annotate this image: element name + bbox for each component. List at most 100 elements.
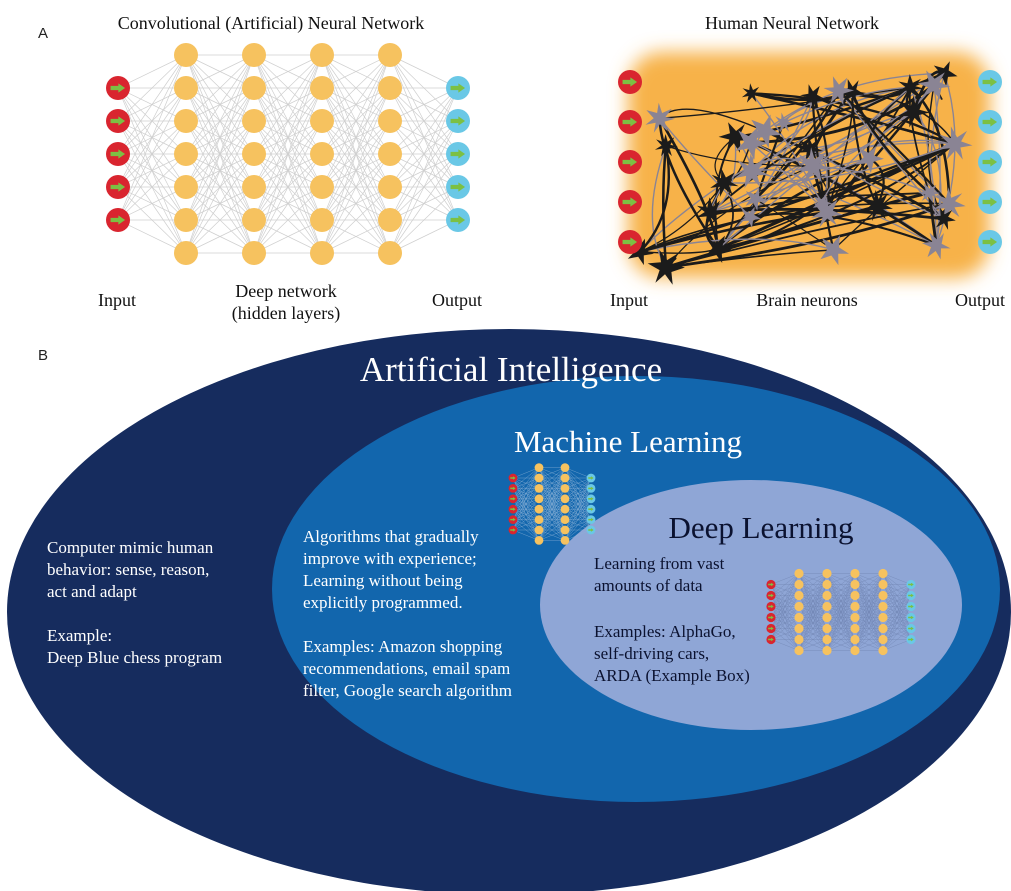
dl-icon-input-node bbox=[766, 623, 776, 634]
ml-icon-hidden-node bbox=[560, 463, 570, 472]
ml-icon-input-node-arrow-icon bbox=[510, 476, 516, 480]
panel-a-letter: A bbox=[38, 25, 48, 42]
ann-edge bbox=[185, 54, 255, 155]
dl-icon-hidden-node bbox=[878, 634, 888, 645]
ml-desc-line1: Algorithms that gradually bbox=[303, 527, 479, 546]
ml-icon-input-node bbox=[508, 525, 518, 535]
dl-icon-edge bbox=[882, 617, 912, 651]
dl-desc-line1: Learning from vast bbox=[594, 554, 725, 573]
panel-b-letter: B bbox=[38, 347, 48, 364]
ml-icon-hidden-node bbox=[560, 515, 570, 524]
ml-icon-edge bbox=[564, 509, 592, 541]
human-output-node bbox=[978, 190, 1002, 214]
dl-icon-output-node-arrow-icon bbox=[908, 626, 914, 631]
ann-edge bbox=[253, 153, 323, 254]
dl-icon-hidden-node bbox=[878, 568, 888, 579]
neuron-body bbox=[735, 126, 769, 160]
neuron-body bbox=[647, 249, 685, 285]
human-input-node bbox=[618, 110, 642, 134]
ann-edge bbox=[185, 120, 255, 254]
ann-edge bbox=[185, 54, 255, 221]
ml-icon-hidden-node bbox=[534, 504, 544, 514]
dl-icon-nodes bbox=[766, 568, 916, 656]
dl-icon-input-node bbox=[766, 634, 776, 645]
ml-icon-edge bbox=[538, 529, 566, 541]
ann-edge bbox=[389, 54, 459, 89]
ann-edge bbox=[117, 87, 187, 221]
ann-edge bbox=[253, 54, 323, 188]
ann-edge bbox=[253, 186, 323, 254]
dl-icon-input-node-arrow-icon bbox=[768, 626, 774, 631]
dl-icon-edge bbox=[854, 628, 884, 651]
human-output-node bbox=[978, 150, 1002, 174]
ann-input-node bbox=[106, 109, 130, 133]
dl-example-line2: self-driving cars, bbox=[594, 644, 709, 663]
dl-icon-hidden-node bbox=[850, 590, 860, 601]
ml-example-line2: recommendations, email spam bbox=[303, 659, 510, 678]
dl-icon-edge bbox=[770, 584, 800, 640]
dl-example-line1: Examples: AlphaGo, bbox=[594, 622, 736, 641]
ml-icon-input-node bbox=[508, 494, 518, 504]
neuron-body bbox=[820, 235, 849, 266]
ml-icon-hidden-node bbox=[560, 504, 570, 514]
dl-icon-input-node-arrow-icon bbox=[768, 615, 774, 620]
ml-icon-edge bbox=[538, 467, 566, 541]
ml-icon-edge bbox=[512, 467, 540, 489]
ann-edge bbox=[185, 219, 255, 254]
neuron-dendrite bbox=[749, 212, 938, 247]
ann-hidden-node bbox=[174, 76, 198, 100]
ml-icon-output-node-arrow-icon bbox=[588, 528, 594, 532]
dl-icon-edge bbox=[854, 573, 884, 640]
ann-hidden-node bbox=[174, 208, 198, 232]
ann-hidden-node bbox=[174, 142, 198, 166]
ann-input-node bbox=[106, 142, 130, 166]
ann-hidden-node bbox=[378, 109, 402, 133]
neuron-body bbox=[645, 102, 676, 133]
ann-edge bbox=[185, 54, 255, 122]
ann-edge bbox=[117, 219, 187, 254]
neuron-dendrite bbox=[750, 169, 823, 204]
dl-icon-edge bbox=[798, 573, 828, 596]
human-output-node-arrow-icon bbox=[982, 197, 998, 207]
ann-edge bbox=[117, 54, 187, 221]
dl-icon-edge bbox=[882, 595, 912, 651]
ml-icon-output-node bbox=[586, 473, 596, 483]
ann-edge bbox=[321, 153, 391, 254]
ml-icon-edge bbox=[512, 467, 540, 520]
ml-icon-edge bbox=[512, 467, 540, 510]
dl-icon-edge bbox=[826, 573, 856, 640]
neuron-dendrite bbox=[717, 142, 956, 250]
dl-icon-input-node bbox=[766, 590, 776, 601]
dl-icon-output-node bbox=[906, 634, 916, 645]
dl-icon-hidden-node bbox=[794, 601, 804, 612]
ann-input-node-arrow-icon bbox=[110, 83, 126, 93]
ann-edge bbox=[389, 87, 459, 122]
dl-icon-edge bbox=[770, 639, 800, 651]
neuron-body bbox=[918, 183, 940, 203]
ann-hidden-node bbox=[310, 109, 334, 133]
ann-connections bbox=[117, 54, 459, 254]
dl-icon-edge bbox=[826, 628, 856, 651]
dl-icon-edge bbox=[882, 584, 912, 640]
ann-edge bbox=[253, 120, 323, 254]
ann-output-node bbox=[446, 175, 470, 199]
ann-hidden-node bbox=[310, 142, 334, 166]
dl-icon-edge bbox=[798, 573, 828, 651]
dl-icon-output-node-arrow-icon bbox=[908, 604, 914, 609]
neuron-body bbox=[749, 114, 782, 149]
ann-hidden-node bbox=[310, 43, 334, 67]
ann-edge bbox=[321, 186, 391, 254]
neuron-body bbox=[823, 76, 854, 105]
neuron-dendrite bbox=[638, 144, 670, 253]
ann-hidden-node bbox=[242, 208, 266, 232]
ml-icon-hidden-node bbox=[534, 515, 544, 524]
dl-icon-edge bbox=[882, 606, 912, 651]
ann-hidden-node bbox=[242, 175, 266, 199]
ai-desc-line1: Computer mimic human bbox=[47, 538, 214, 557]
ml-icon-edge bbox=[538, 519, 566, 541]
dl-icon-edge bbox=[882, 584, 912, 607]
ml-icon-hidden-node bbox=[560, 484, 570, 493]
ml-icon-input-node-arrow-icon bbox=[510, 497, 516, 501]
human-input-node bbox=[618, 150, 642, 174]
ann-edge bbox=[389, 186, 459, 254]
